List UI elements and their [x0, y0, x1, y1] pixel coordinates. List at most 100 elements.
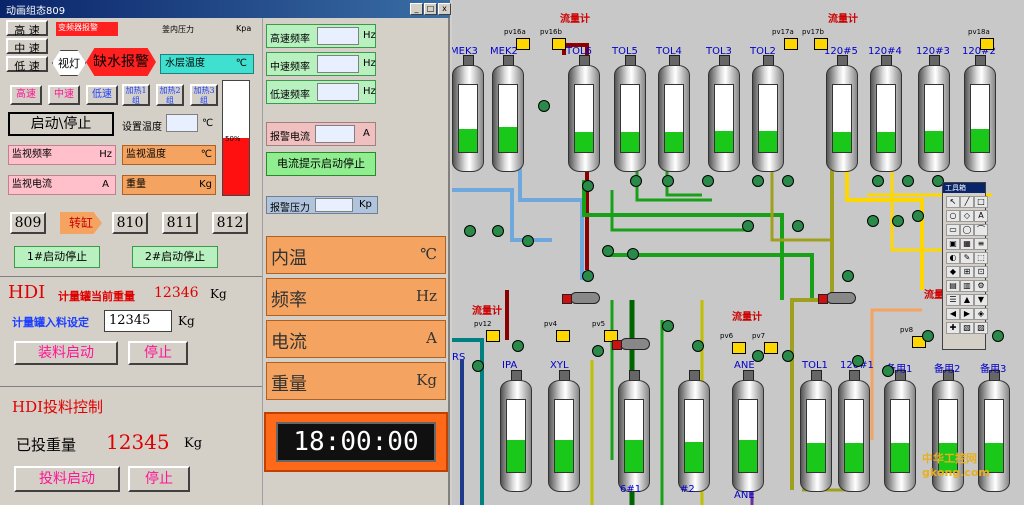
toolbox-tool-icon[interactable]: ⚙ — [974, 280, 988, 292]
toolbox-tool-icon[interactable]: ▭ — [946, 224, 960, 236]
valve-icon[interactable] — [752, 350, 764, 362]
storage-tank[interactable] — [708, 55, 740, 172]
valve-icon[interactable] — [992, 330, 1004, 342]
valve-icon[interactable] — [662, 175, 674, 187]
toolbox-tool-icon[interactable]: ◯ — [960, 224, 974, 236]
flow-sensor-icon[interactable] — [814, 38, 828, 50]
toolbox-tool-icon[interactable]: ≡ — [974, 238, 988, 250]
load-start-button[interactable]: 装料启动 — [14, 341, 118, 365]
storage-tank[interactable] — [548, 370, 580, 492]
valve-icon[interactable] — [872, 175, 884, 187]
valve-icon[interactable] — [867, 215, 879, 227]
flow-sensor-icon[interactable] — [980, 38, 994, 50]
valve-icon[interactable] — [752, 175, 764, 187]
valve-icon[interactable] — [912, 210, 924, 222]
toolbox-tool-icon[interactable]: ▲ — [960, 294, 974, 306]
valve-icon[interactable] — [782, 350, 794, 362]
feed-stop-button[interactable]: 停止 — [128, 466, 190, 492]
toolbox-tool-icon[interactable]: ↖ — [946, 196, 960, 208]
unit-810-button[interactable]: 810 — [112, 212, 148, 234]
storage-tank[interactable] — [870, 55, 902, 172]
toolbox-tool-icon[interactable]: ◈ — [974, 308, 988, 320]
toolbox-tool-icon[interactable]: □ — [974, 196, 988, 208]
valve-icon[interactable] — [512, 340, 524, 352]
feed-start-button[interactable]: 投料启动 — [14, 466, 120, 492]
flow-sensor-icon[interactable] — [486, 330, 500, 342]
low-freq-input[interactable] — [317, 83, 359, 101]
valve-icon[interactable] — [592, 345, 604, 357]
flow-sensor-icon[interactable] — [604, 330, 618, 342]
toolbox-tool-icon[interactable]: ▤ — [946, 280, 960, 292]
heat-group-1-button[interactable]: 加热1组 — [122, 84, 150, 106]
valve-icon[interactable] — [892, 215, 904, 227]
valve-icon[interactable] — [464, 225, 476, 237]
unit-812-button[interactable]: 812 — [212, 212, 248, 234]
flow-sensor-icon[interactable] — [732, 342, 746, 354]
flow-sensor-icon[interactable] — [552, 38, 566, 50]
valve-icon[interactable] — [472, 360, 484, 372]
storage-tank[interactable] — [568, 55, 600, 172]
toolbox-tool-icon[interactable]: ○ — [946, 210, 960, 222]
speed-mid-option[interactable]: 中 速 — [6, 38, 48, 55]
storage-tank[interactable] — [918, 55, 950, 172]
speed-high-option[interactable]: 高 速 — [6, 20, 48, 37]
storage-tank[interactable] — [884, 370, 916, 492]
valve-icon[interactable] — [852, 355, 864, 367]
toolbox-tool-icon[interactable]: ⬚ — [974, 252, 988, 264]
storage-tank[interactable] — [800, 370, 832, 492]
toolbox-tool-icon[interactable]: ⊡ — [974, 266, 988, 278]
toolbox-tool-icon[interactable]: ▥ — [960, 280, 974, 292]
valve-icon[interactable] — [742, 220, 754, 232]
valve-icon[interactable] — [582, 270, 594, 282]
flow-sensor-icon[interactable] — [764, 342, 778, 354]
valve-icon[interactable] — [630, 175, 642, 187]
toolbox-tool-icon[interactable]: ▼ — [974, 294, 988, 306]
valve-icon[interactable] — [932, 175, 944, 187]
storage-tank[interactable] — [452, 55, 484, 172]
start-stop-2-button[interactable]: 2#启动停止 — [132, 246, 218, 268]
low-speed-button[interactable]: 低速 — [86, 85, 118, 105]
load-stop-button[interactable]: 停止 — [128, 341, 188, 365]
toolbox-tool-icon[interactable]: ✚ — [946, 322, 960, 334]
storage-tank[interactable] — [838, 370, 870, 492]
storage-tank[interactable] — [500, 370, 532, 492]
valve-icon[interactable] — [538, 100, 550, 112]
transfer-arrow-button[interactable]: 转缸 — [60, 212, 102, 234]
storage-tank[interactable] — [826, 55, 858, 172]
storage-tank[interactable] — [932, 370, 964, 492]
minimize-button[interactable]: _ — [410, 3, 423, 15]
valve-icon[interactable] — [492, 225, 504, 237]
storage-tank[interactable] — [492, 55, 524, 172]
toolbox-tool-icon[interactable]: ⌒ — [974, 224, 988, 236]
valve-icon[interactable] — [602, 245, 614, 257]
flow-sensor-icon[interactable] — [516, 38, 530, 50]
valve-icon[interactable] — [782, 175, 794, 187]
heat-group-2-button[interactable]: 加热2组 — [156, 84, 184, 106]
toolbox-tool-icon[interactable]: ⊞ — [960, 266, 974, 278]
storage-tank[interactable] — [614, 55, 646, 172]
set-temp-input[interactable] — [166, 114, 198, 132]
storage-tank[interactable] — [658, 55, 690, 172]
unit-811-button[interactable]: 811 — [162, 212, 198, 234]
high-freq-input[interactable] — [317, 27, 359, 45]
alarm-current-input[interactable] — [315, 125, 355, 143]
alarm-pressure-input[interactable] — [315, 198, 353, 212]
valve-icon[interactable] — [922, 330, 934, 342]
start-stop-button[interactable]: 启动\停止 — [8, 112, 114, 136]
valve-icon[interactable] — [902, 175, 914, 187]
flow-sensor-icon[interactable] — [556, 330, 570, 342]
flow-sensor-icon[interactable] — [784, 38, 798, 50]
heat-group-3-button[interactable]: 加热3组 — [190, 84, 218, 106]
hdi-set-input[interactable]: 12345 — [104, 310, 172, 332]
mid-speed-button[interactable]: 中速 — [48, 85, 80, 105]
toolbox-tool-icon[interactable]: A — [974, 210, 988, 222]
toolbox-tool-icon[interactable]: ◇ — [960, 210, 974, 222]
start-stop-1-button[interactable]: 1#启动停止 — [14, 246, 100, 268]
toolbox-tool-icon[interactable]: ▦ — [960, 238, 974, 250]
speed-low-option[interactable]: 低 速 — [6, 56, 48, 73]
toolbox-tool-icon[interactable]: ▨ — [974, 322, 988, 334]
toolbox-tool-icon[interactable]: ▧ — [960, 322, 974, 334]
storage-tank[interactable] — [732, 370, 764, 492]
toolbox-window[interactable]: 工具箱 ↖╱□○◇A▭◯⌒▣▦≡◐✎⬚◆⊞⊡▤▥⚙☰▲▼◀▶◈✚▧▨ — [942, 182, 988, 350]
toolbox-tool-icon[interactable]: ╱ — [960, 196, 974, 208]
